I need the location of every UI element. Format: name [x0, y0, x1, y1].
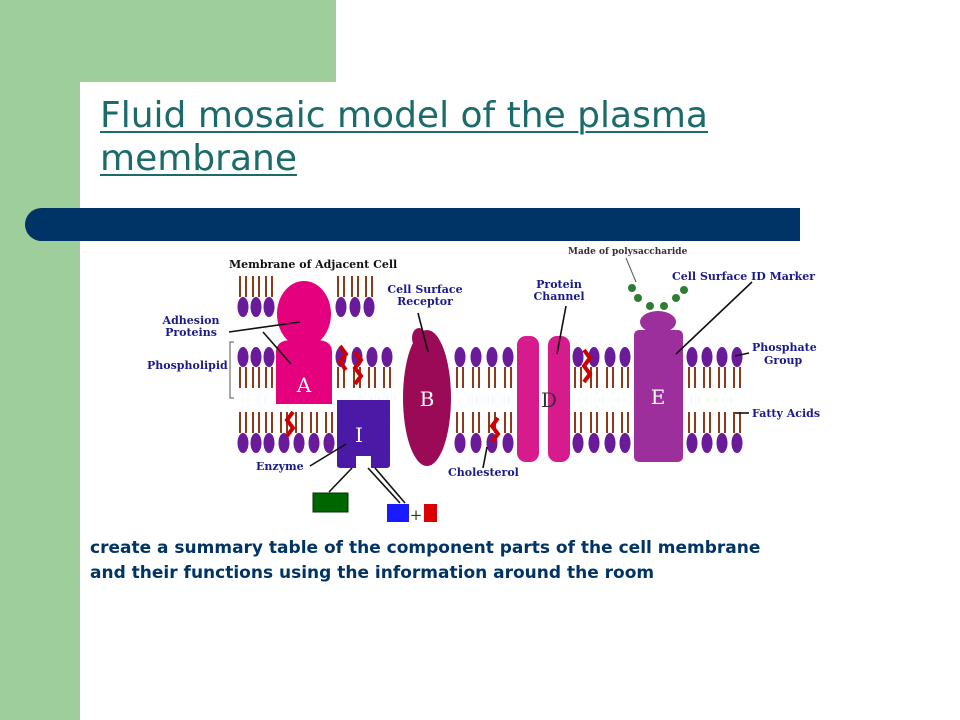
product-blue-block	[387, 504, 409, 522]
channel-protein-d: D	[517, 336, 570, 462]
polysaccharide-chain	[628, 284, 688, 310]
label-adhesion-proteins-line1: Adhesion	[162, 314, 220, 327]
label-adhesion-proteins-line2: Proteins	[165, 326, 217, 339]
label-phosphate-group-line1: Phosphate	[752, 341, 817, 354]
adhesion-protein-a: A	[276, 281, 332, 404]
cholesterol-1	[337, 344, 349, 372]
phospholipid-bracket	[229, 341, 234, 399]
label-enzyme: Enzyme	[256, 460, 304, 473]
label-protein-channel-line2: Channel	[533, 290, 584, 303]
left-accent-bar	[0, 0, 80, 720]
cell-membrane-diagram: A B D E I +	[147, 247, 820, 524]
instructions-line-2: and their functions using the informatio…	[90, 563, 655, 583]
substrate-block	[312, 492, 349, 513]
top-accent-block	[80, 0, 336, 82]
id-marker-protein-e: E	[628, 284, 688, 462]
cholesterol-5	[581, 348, 593, 384]
label-phospholipid: Phospholipid	[147, 359, 228, 372]
cholesterol-4	[489, 416, 501, 444]
cholesterol-3	[284, 410, 296, 438]
label-made-of-polysaccharide: Made of polysaccharide	[568, 247, 688, 257]
title-divider-bar	[25, 208, 800, 241]
protein-e-letter: E	[651, 385, 666, 409]
cholesterol-2	[352, 350, 364, 386]
label-protein-channel-line1: Protein	[536, 278, 582, 291]
label-cell-surface-receptor-line2: Receptor	[397, 295, 453, 308]
protein-d-letter: D	[541, 388, 557, 412]
label-pointer-lines	[228, 281, 753, 504]
label-fatty-acids: Fatty Acids	[752, 407, 820, 420]
label-cholesterol: Cholesterol	[448, 466, 519, 479]
receptor-protein-b: B	[403, 328, 451, 466]
polysaccharide-pointer	[625, 257, 637, 283]
protein-a-letter: A	[296, 373, 312, 397]
protein-i-letter: I	[355, 423, 363, 447]
cholesterol-molecules	[284, 344, 593, 444]
adjacent-phospholipids-right	[334, 275, 376, 318]
label-membrane-adjacent-cell: Membrane of Adjacent Cell	[229, 258, 397, 271]
protein-b-letter: B	[420, 387, 435, 411]
plus-sign: +	[410, 506, 423, 524]
enzyme-protein-i: I	[337, 400, 390, 468]
label-cell-surface-id-marker: Cell Surface ID Marker	[672, 270, 815, 283]
label-cell-surface-receptor-line1: Cell Surface	[387, 283, 462, 296]
slide-title[interactable]: Fluid mosaic model of the plasma membran…	[100, 95, 708, 179]
adjacent-phospholipids-left	[236, 275, 276, 318]
product-red-block	[424, 504, 437, 522]
label-phosphate-group-line2: Group	[764, 354, 803, 367]
instructions-line-1: create a summary table of the component …	[90, 538, 761, 558]
activity-instructions: create a summary table of the component …	[90, 536, 910, 586]
